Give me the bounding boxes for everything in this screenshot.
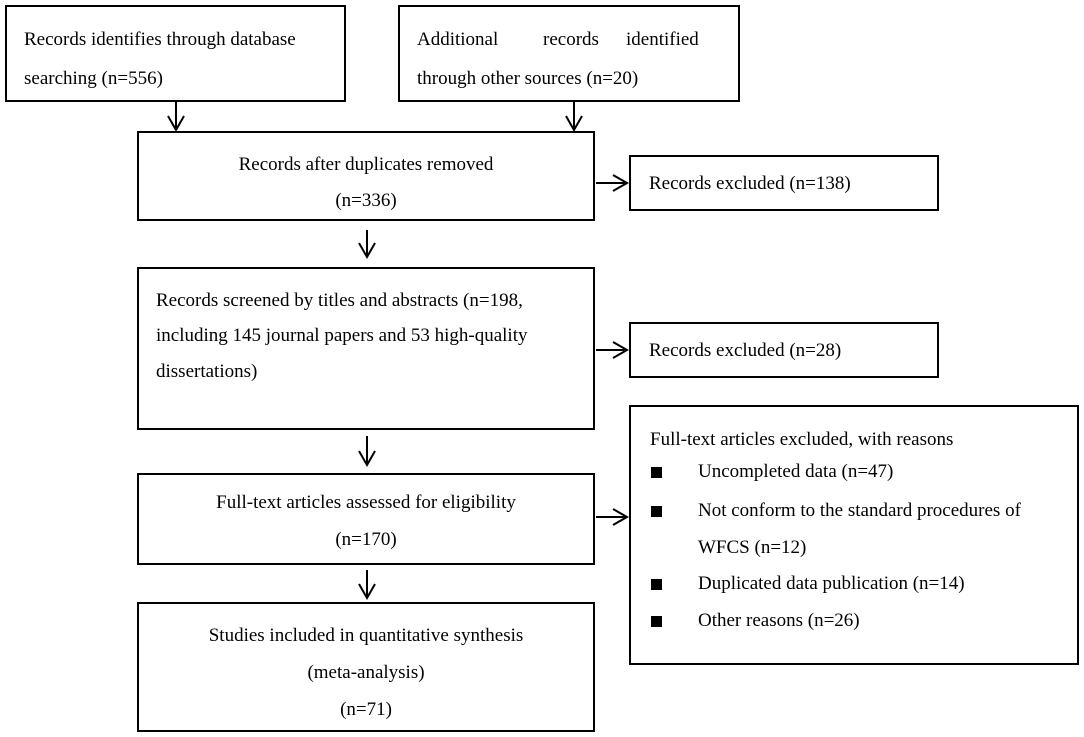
screened-box: Records screened by titles and abstracts… (137, 267, 595, 430)
bullet-icon (651, 506, 662, 517)
records-other-word2: records (543, 29, 599, 50)
arrow-right-icon (596, 508, 630, 526)
screened-line2: including 145 journal papers and 53 high… (156, 325, 528, 346)
excluded-138-box: Records excluded (n=138) (629, 155, 939, 211)
arrow-down-icon (358, 570, 376, 601)
fulltext-excluded-title: Full-text articles excluded, with reason… (650, 429, 954, 450)
eligibility-count: (n=170) (335, 529, 397, 550)
excluded-138-text: Records excluded (n=138) (649, 173, 851, 194)
included-line1: Studies included in quantitative synthes… (208, 625, 524, 646)
records-other-sources-box: Additional records identified through ot… (398, 5, 740, 102)
reason-not-conform-line1: Not conform to the standard procedures o… (698, 500, 1021, 521)
included-line2: (meta-analysis) (307, 662, 425, 683)
bullet-icon (651, 467, 662, 478)
fulltext-excluded-box: Full-text articles excluded, with reason… (629, 405, 1079, 665)
arrow-down-icon (565, 102, 583, 133)
bullet-icon (651, 616, 662, 627)
records-database-line1: Records identifies through database (24, 29, 296, 50)
after-duplicates-count: (n=336) (335, 190, 397, 211)
eligibility-box: Full-text articles assessed for eligibil… (137, 473, 595, 565)
after-duplicates-box: Records after duplicates removed (n=336) (137, 131, 595, 221)
arrow-down-icon (167, 102, 185, 133)
records-database-line2: searching (n=556) (24, 68, 163, 89)
screened-line3: dissertations) (156, 361, 258, 382)
bullet-icon (651, 579, 662, 590)
excluded-28-box: Records excluded (n=28) (629, 322, 939, 378)
records-database-box: Records identifies through database sear… (5, 5, 346, 102)
reason-uncompleted-data: Uncompleted data (n=47) (698, 461, 894, 482)
records-other-line2: through other sources (n=20) (417, 68, 639, 89)
reason-not-conform-line2: WFCS (n=12) (698, 537, 807, 558)
after-duplicates-line1: Records after duplicates removed (238, 154, 494, 175)
arrow-right-icon (596, 341, 630, 359)
reason-duplicated-publication: Duplicated data publication (n=14) (698, 573, 965, 594)
included-count: (n=71) (340, 699, 392, 720)
screened-line1: Records screened by titles and abstracts… (156, 290, 523, 311)
excluded-28-text: Records excluded (n=28) (649, 340, 842, 361)
arrow-right-icon (596, 174, 630, 192)
eligibility-line1: Full-text articles assessed for eligibil… (216, 492, 516, 513)
records-other-word1: Additional (417, 29, 499, 50)
records-other-word3: identified (626, 29, 699, 50)
arrow-down-icon (358, 436, 376, 468)
reason-other: Other reasons (n=26) (698, 610, 860, 631)
included-box: Studies included in quantitative synthes… (137, 602, 595, 732)
arrow-down-icon (358, 230, 376, 260)
